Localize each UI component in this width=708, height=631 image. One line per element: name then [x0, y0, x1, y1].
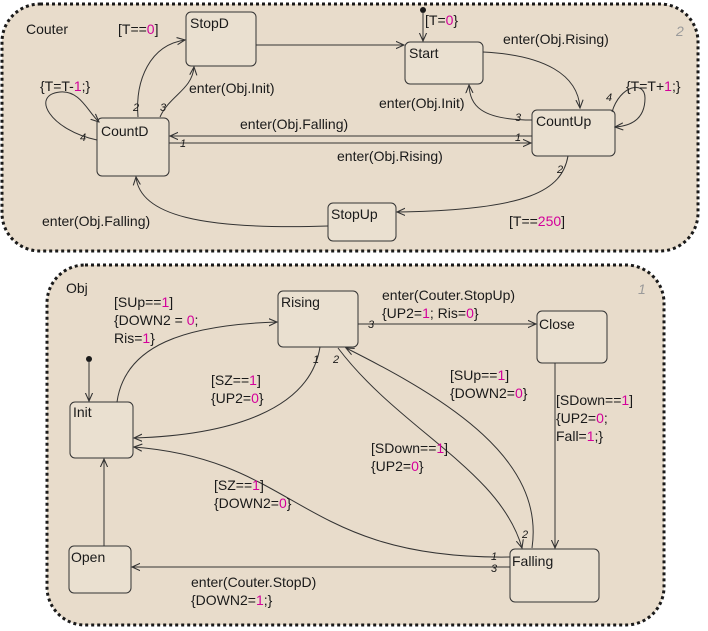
- state-stopd[interactable]: StopD: [185, 11, 257, 67]
- label-t-eq-0-b: [T=0}: [425, 12, 458, 28]
- order-countup-countd: 1: [515, 132, 521, 144]
- transition-countup-start[interactable]: [469, 85, 533, 121]
- order-countup-stopup: 2: [556, 164, 563, 176]
- label-rising-falling-2: {UP2=0}: [371, 458, 424, 474]
- superstate-obj-number: 1: [638, 281, 646, 297]
- transition-countup-stopup[interactable]: [397, 155, 569, 212]
- transition-countd-stopd[interactable]: [137, 40, 185, 118]
- superstate-obj-label: Obj: [66, 280, 88, 296]
- state-countd[interactable]: CountD: [96, 117, 170, 177]
- label-enter-rising-mid: enter(Obj.Rising): [337, 148, 443, 164]
- state-stopup[interactable]: StopUp: [327, 202, 397, 242]
- state-countd-label: CountD: [101, 123, 148, 139]
- label-rising-init-2: {UP2=0}: [211, 390, 264, 406]
- state-stopd-label: StopD: [190, 15, 229, 31]
- label-falling-init-2: {DOWN2=0}: [214, 495, 292, 511]
- order-countup-start: 3: [515, 112, 522, 124]
- label-falling-rising-2: {DOWN2=0}: [450, 385, 528, 401]
- order-falling-open: 3: [491, 563, 498, 575]
- state-open[interactable]: Open: [68, 545, 132, 594]
- label-enter-rising-top: enter(Obj.Rising): [503, 31, 609, 47]
- label-rising-close-1: enter(Couter.StopUp): [382, 287, 515, 303]
- transition-countd-self[interactable]: [45, 91, 99, 141]
- state-countup-label: CountUp: [536, 113, 591, 129]
- state-start-label: Start: [409, 45, 439, 61]
- label-falling-open-2: {DOWN2=1;}: [191, 592, 273, 608]
- order-countd-self: 4: [80, 132, 86, 144]
- label-falling-open-1: enter(Couter.StopD): [191, 574, 316, 590]
- default-transition-dot-obj: [86, 356, 92, 362]
- label-close-falling-3: Fall=1;}: [556, 428, 603, 444]
- label-enter-init-a: enter(Obj.Init): [189, 80, 275, 96]
- label-t-eq-0-a: [T==0]: [118, 21, 158, 37]
- order-countd-countup: 1: [180, 138, 186, 150]
- label-rising-init-1: [SZ==1]: [211, 372, 261, 388]
- transition-start-countup[interactable]: [482, 51, 580, 108]
- state-falling-label: Falling: [512, 553, 553, 569]
- order-countd-stopd: 2: [132, 102, 139, 114]
- label-falling-init-1: [SZ==1]: [214, 477, 264, 493]
- transition-countd-stopd-2[interactable]: [159, 67, 194, 118]
- order-countup-self: 4: [606, 92, 612, 104]
- superstate-couter-number: 2: [675, 23, 684, 39]
- order-falling-init: 1: [491, 551, 497, 563]
- label-init-rising-3: Ris=1}: [114, 330, 155, 346]
- state-open-label: Open: [71, 549, 105, 565]
- transition-countup-self[interactable]: [611, 87, 646, 127]
- transition-falling-init[interactable]: [134, 447, 511, 558]
- label-init-rising-1: [SUp==1]: [114, 294, 173, 310]
- label-enter-init-b: enter(Obj.Init): [379, 95, 465, 111]
- label-init-rising-2: {DOWN2 = 0;: [114, 312, 198, 328]
- label-falling-rising-1: [SUp==1]: [450, 367, 509, 383]
- label-enter-falling-bottom: enter(Obj.Falling): [42, 213, 150, 229]
- superstate-obj[interactable]: [45, 263, 666, 627]
- label-t-eq-250: [T==250]: [509, 213, 565, 229]
- order-rising-falling: 2: [332, 354, 339, 366]
- transition-rising-falling[interactable]: [337, 347, 522, 548]
- state-stopup-label: StopUp: [331, 206, 378, 222]
- transition-falling-rising[interactable]: [346, 348, 534, 549]
- state-start[interactable]: Start: [404, 41, 484, 85]
- order-rising-close: 3: [368, 319, 375, 331]
- label-rising-falling-1: [SDown==1]: [371, 440, 448, 456]
- state-rising-label: Rising: [281, 294, 320, 310]
- state-init-label: Init: [73, 404, 92, 420]
- label-close-falling-1: [SDown==1]: [556, 392, 633, 408]
- default-transition-dot-couter: [420, 7, 426, 13]
- transition-stopup-countd[interactable]: [136, 177, 329, 228]
- superstate-couter[interactable]: [0, 2, 700, 253]
- transition-rising-init[interactable]: [134, 346, 321, 438]
- label-t-minus: {T=T-1;}: [40, 78, 91, 94]
- transition-init-rising[interactable]: [116, 322, 277, 403]
- state-countup[interactable]: CountUp: [531, 109, 616, 157]
- state-init[interactable]: Init: [69, 401, 134, 459]
- state-close[interactable]: Close: [536, 310, 608, 364]
- order-rising-init: 1: [313, 354, 319, 366]
- order-falling-rising: 2: [521, 529, 528, 541]
- label-rising-close-2: {UP2=1; Ris=0}: [382, 305, 479, 321]
- superstate-couter-label: Couter: [26, 21, 68, 37]
- state-rising[interactable]: Rising: [277, 290, 359, 348]
- label-enter-falling-mid: enter(Obj.Falling): [240, 116, 348, 132]
- state-close-label: Close: [539, 316, 575, 332]
- label-close-falling-2: {UP2=0;: [556, 410, 608, 426]
- label-t-plus: {T=T+1;}: [626, 78, 681, 94]
- order-countd-stopd-2: 3: [160, 102, 167, 114]
- state-falling[interactable]: Falling: [509, 548, 600, 603]
